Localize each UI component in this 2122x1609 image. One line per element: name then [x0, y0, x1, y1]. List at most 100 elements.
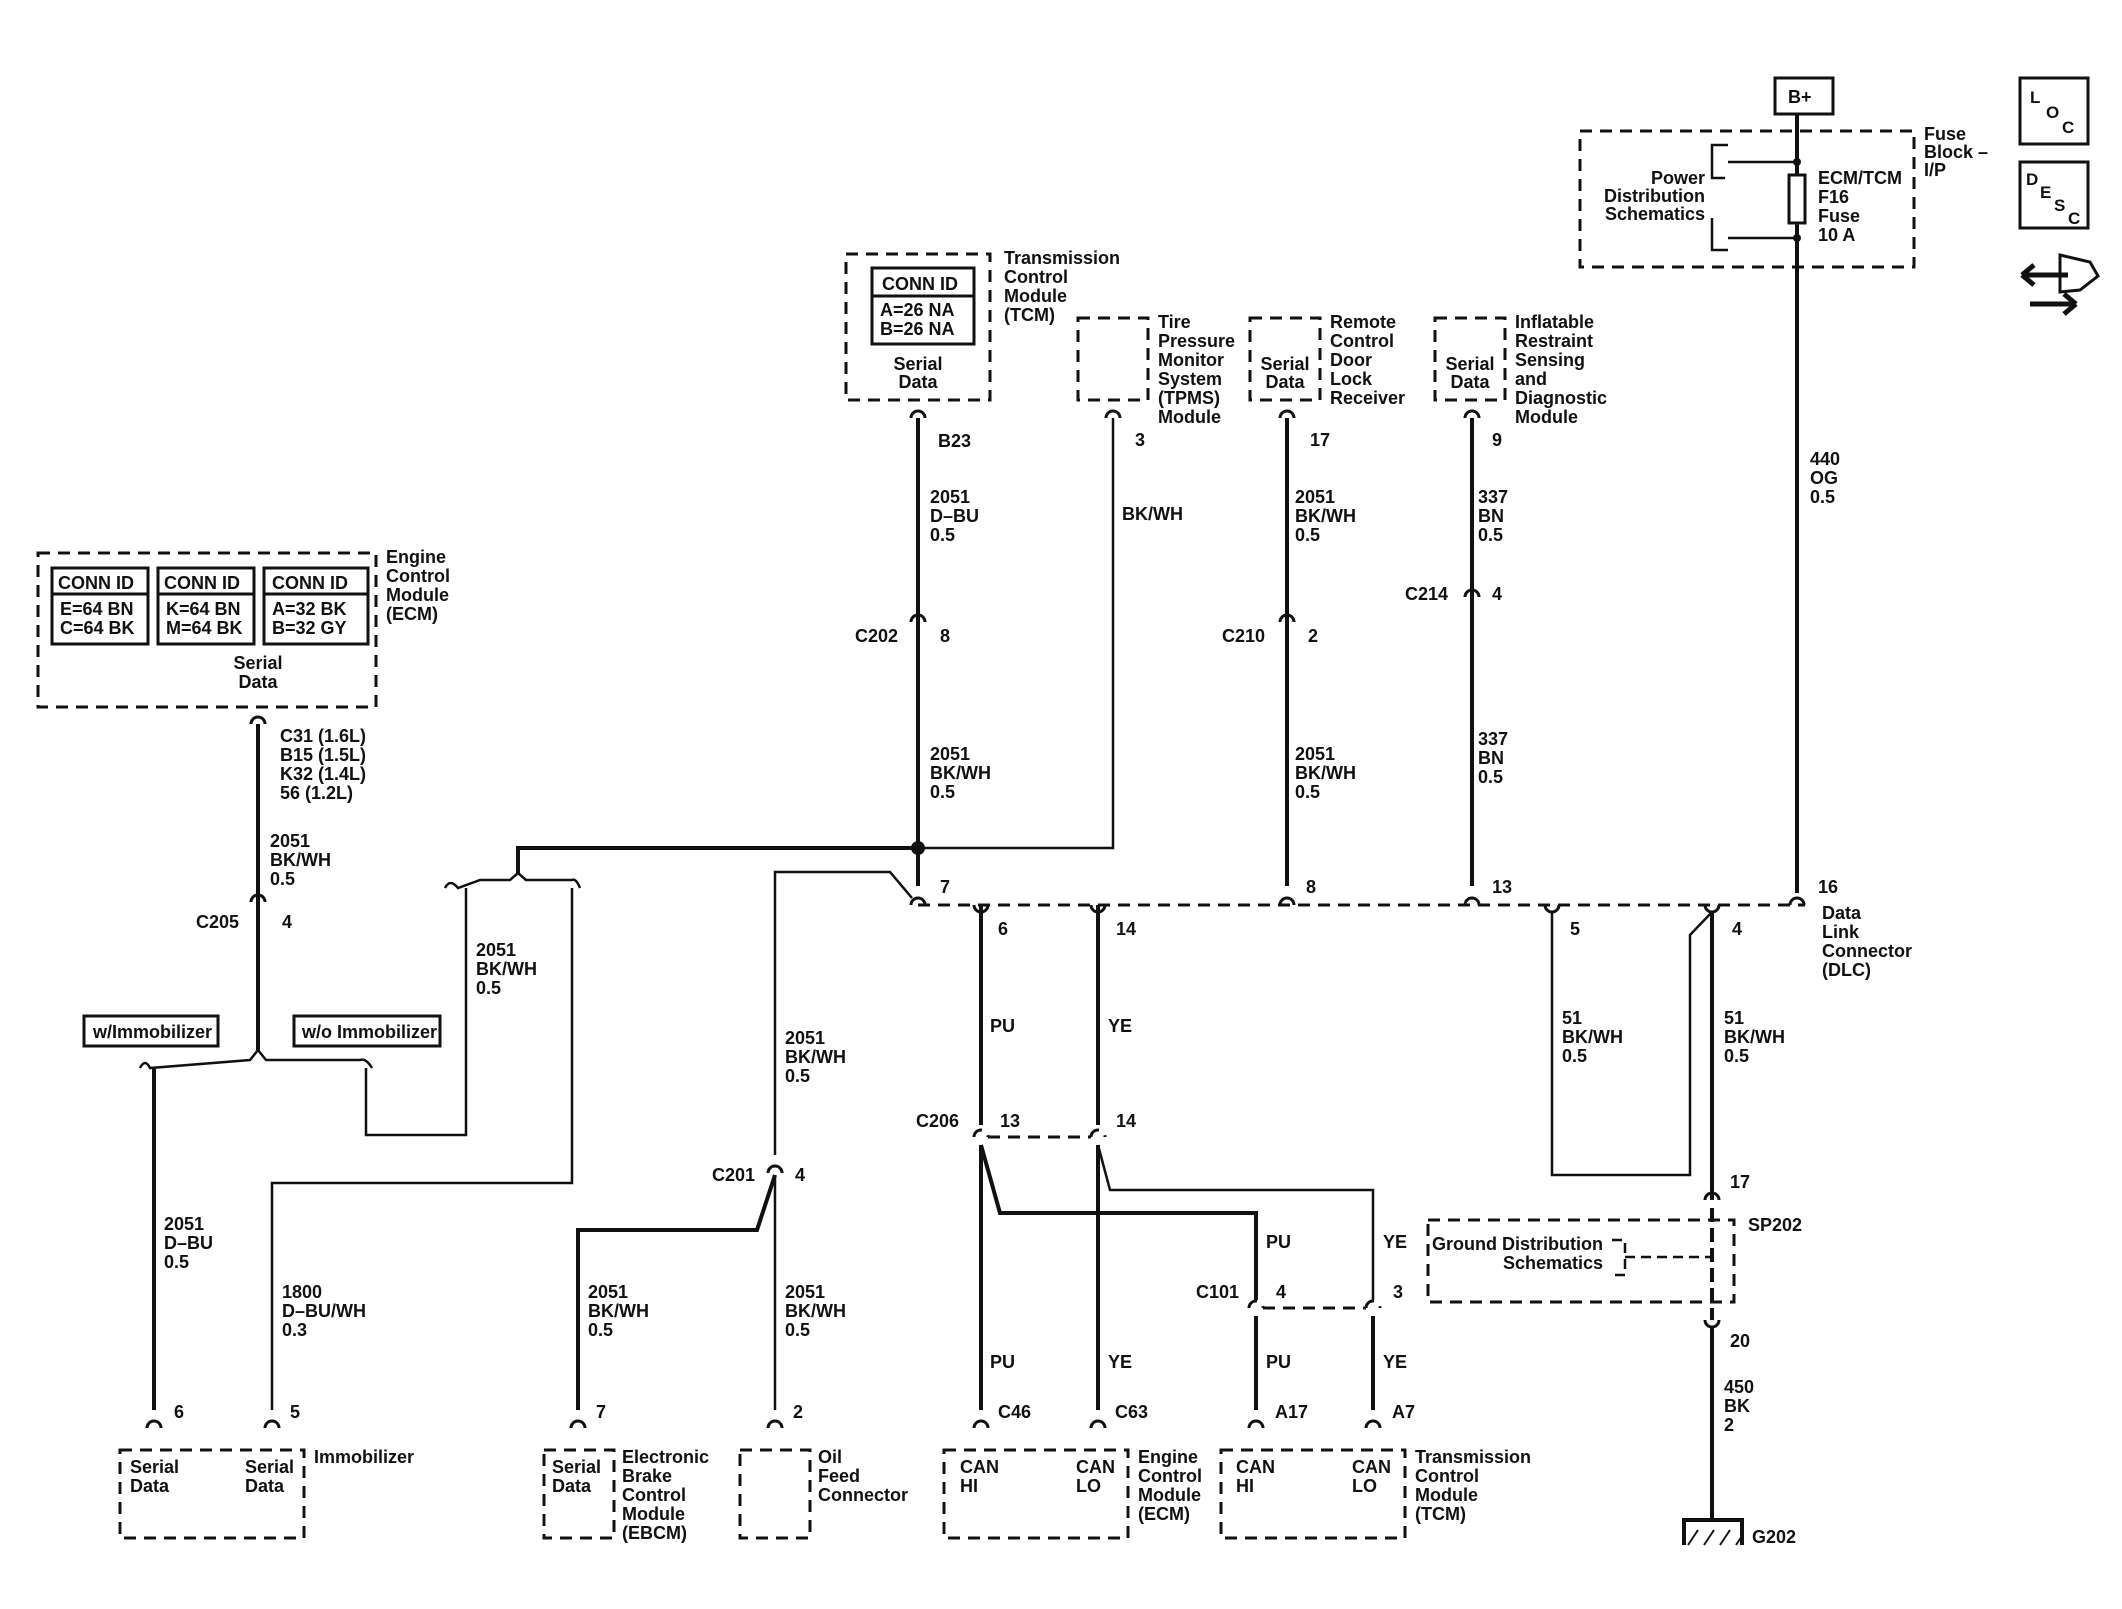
ground-symbol-icon	[1682, 1518, 1744, 1546]
svg-text:6: 6	[998, 919, 1008, 939]
dlc-pin-labels: 7 6 14 8 13 5 4 16	[940, 877, 1838, 939]
option-branch	[138, 1047, 374, 1070]
svg-text:Control: Control	[1004, 267, 1068, 287]
c206-pin-13: 13	[1000, 1111, 1020, 1131]
pu-label-1: PU	[990, 1016, 1015, 1036]
svg-text:Sensing: Sensing	[1515, 350, 1585, 370]
ebcm-wire-label: 2051 BK/WH 0.5	[588, 1282, 649, 1340]
tcm-top-wire2-label: 2051 BK/WH 0.5	[930, 744, 991, 802]
back-forward-arrows-icon[interactable]	[2020, 253, 2100, 316]
oil-feed-title: Oil Feed Connector	[818, 1447, 908, 1505]
svg-text:Control: Control	[622, 1485, 686, 1505]
svg-text:5: 5	[1570, 919, 1580, 939]
svg-text:Feed: Feed	[818, 1466, 860, 1486]
tcm-can-wires	[1254, 1316, 1375, 1410]
svg-text:C: C	[2062, 118, 2074, 137]
rcdlr-wire2-label: 2051 BK/WH 0.5	[1295, 744, 1356, 802]
c201-connector	[766, 1164, 784, 1174]
ecm-top-wire-label: 2051 BK/WH 0.5	[270, 831, 331, 889]
ecm-top-pin	[249, 715, 267, 725]
ecm-bottom-pin-c46: C46	[998, 1402, 1031, 1422]
svg-text:Data: Data	[552, 1476, 592, 1496]
svg-text:Link: Link	[1822, 922, 1860, 942]
desc-icon[interactable]: D E S C	[2018, 160, 2090, 230]
c201-label: C201	[712, 1165, 755, 1185]
svg-text:Schematics: Schematics	[1503, 1253, 1603, 1273]
svg-text:0.5: 0.5	[1724, 1046, 1749, 1066]
svg-text:Monitor: Monitor	[1158, 350, 1224, 370]
immobilizer-title: Immobilizer	[314, 1447, 414, 1467]
svg-text:4: 4	[1732, 919, 1742, 939]
svg-text:(ECM): (ECM)	[386, 604, 438, 624]
tcm-feed-stub	[516, 846, 922, 873]
sp202-pin-17: 17	[1730, 1172, 1750, 1192]
ground-distribution-ref[interactable]: Ground Distribution Schematics	[1432, 1234, 1712, 1277]
svg-text:Module: Module	[1415, 1485, 1478, 1505]
ye-label-4: YE	[1383, 1352, 1407, 1372]
c201-up-wire	[773, 870, 913, 1155]
svg-text:BK/WH: BK/WH	[1295, 763, 1356, 783]
ye-label-2: YE	[1383, 1232, 1407, 1252]
sdm-outline	[1433, 316, 1507, 402]
wo-immo-wire-label: 2051 BK/WH 0.5	[476, 940, 537, 998]
svg-text:C31 (1.6L): C31 (1.6L)	[280, 726, 366, 746]
svg-text:Serial: Serial	[233, 653, 282, 673]
c214-pin-label: 4	[1492, 584, 1502, 604]
svg-text:B=32 GY: B=32 GY	[272, 618, 347, 638]
oil-feed-pin	[766, 1419, 784, 1429]
can-hi-to-tcm	[979, 1144, 1258, 1300]
ecm-top-conn-ids: CONN ID E=64 BN C=64 BK CONN ID K=64 BN …	[50, 566, 370, 646]
tcm-top-wire1-label: 2051 D–BU 0.5	[930, 487, 979, 545]
svg-text:450: 450	[1724, 1377, 1754, 1397]
svg-text:M=64 BK: M=64 BK	[166, 618, 243, 638]
svg-text:OG: OG	[1810, 468, 1838, 488]
fuse-block-outline	[1578, 129, 1916, 269]
c206-pin-14: 14	[1116, 1111, 1136, 1131]
bplus-box: B+	[1773, 76, 1835, 116]
svg-text:2: 2	[1724, 1415, 1734, 1435]
rcdlr-wire1-label: 2051 BK/WH 0.5	[1295, 487, 1356, 545]
fuse-block-title: Fuse Block – I/P	[1924, 124, 1988, 180]
c214-label: C214	[1405, 584, 1448, 604]
svg-text:14: 14	[1116, 919, 1136, 939]
c205-pin-label: 4	[282, 912, 292, 932]
svg-text:(TCM): (TCM)	[1415, 1504, 1466, 1524]
fuse-f16: ECM/TCM F16 Fuse 10 A	[1787, 168, 1902, 245]
loc-icon[interactable]: L O C	[2018, 76, 2090, 146]
immo-a-wire-label: 2051 D–BU 0.5	[164, 1214, 213, 1272]
svg-text:B15 (1.5L): B15 (1.5L)	[280, 745, 366, 765]
svg-text:Data: Data	[238, 672, 278, 692]
immobilizer-pin-6	[145, 1419, 163, 1429]
svg-text:Module: Module	[1004, 286, 1067, 306]
power-distribution-ref[interactable]: Power Distribution Schematics	[1604, 143, 1728, 252]
oil-wire-label: 2051 BK/WH 0.5	[785, 1282, 846, 1340]
svg-text:and: and	[1515, 369, 1547, 389]
svg-text:Brake: Brake	[622, 1466, 672, 1486]
oil-feed-outline	[738, 1448, 812, 1540]
svg-text:A=26 NA: A=26 NA	[880, 300, 955, 320]
c201-pin-label: 4	[795, 1165, 805, 1185]
svg-text:2051: 2051	[930, 487, 970, 507]
svg-text:Engine: Engine	[1138, 1447, 1198, 1467]
svg-text:(TCM): (TCM)	[1004, 305, 1055, 325]
tcm-bottom-pin-a17: A17	[1275, 1402, 1308, 1422]
svg-text:(TPMS): (TPMS)	[1158, 388, 1220, 408]
svg-text:Connector: Connector	[1822, 941, 1912, 961]
immobilizer-pin-6-label: 6	[174, 1402, 184, 1422]
main-splice	[911, 841, 925, 855]
svg-text:Data: Data	[1265, 372, 1305, 392]
svg-text:Module: Module	[386, 585, 449, 605]
svg-text:0.5: 0.5	[1478, 767, 1503, 787]
svg-text:O: O	[2046, 103, 2059, 122]
sdm-wire1-label: 337 BN 0.5	[1478, 487, 1508, 545]
g202-label: G202	[1752, 1527, 1796, 1547]
c201-to-ebcm-wire	[576, 1174, 777, 1410]
svg-text:Schematics: Schematics	[1605, 204, 1705, 224]
c206-connector	[972, 1128, 1107, 1139]
immobilizer-serial-labels: Serial Data Serial Data	[130, 1457, 294, 1496]
svg-text:0.5: 0.5	[930, 782, 955, 802]
sp202-out-connector	[1703, 1319, 1721, 1329]
svg-text:Control: Control	[1330, 331, 1394, 351]
ground-distribution-outline	[1426, 1218, 1736, 1304]
